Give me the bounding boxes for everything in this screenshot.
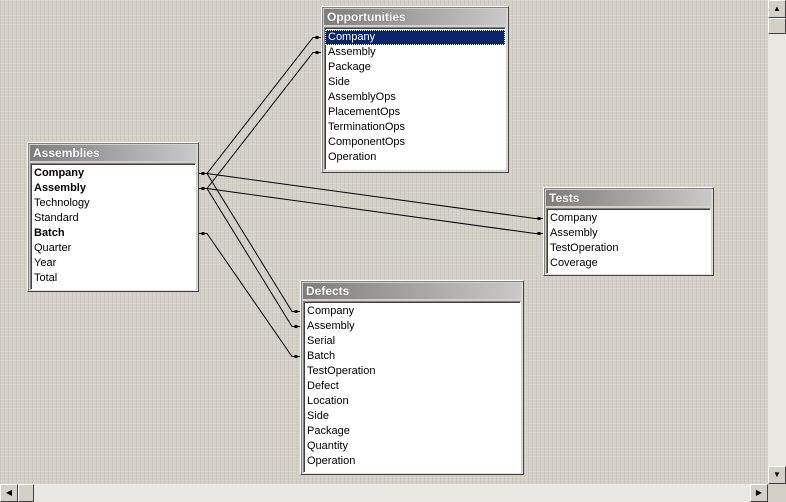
field-serial[interactable]: Serial: [307, 335, 336, 347]
relationship-line[interactable]: [199, 233, 300, 357]
field-testoperation[interactable]: TestOperation: [307, 365, 376, 377]
field-componentops[interactable]: ComponentOps: [328, 136, 406, 148]
field-quarter[interactable]: Quarter: [34, 242, 72, 254]
field-year[interactable]: Year: [34, 257, 57, 269]
join-endpoint-marker: [294, 325, 298, 328]
join-endpoint-marker: [294, 355, 298, 358]
scrollbar-corner: [768, 484, 786, 502]
field-testoperation[interactable]: TestOperation: [550, 242, 619, 254]
relationship-line[interactable]: [199, 37, 321, 174]
relationship-line[interactable]: [199, 173, 543, 219]
up-arrow-icon: ▲: [773, 4, 781, 13]
field-assembly[interactable]: Assembly: [307, 320, 355, 332]
field-side[interactable]: Side: [307, 410, 330, 422]
field-side[interactable]: Side: [328, 76, 351, 88]
join-endpoint-marker: [201, 187, 205, 190]
field-placementops[interactable]: PlacementOps: [328, 106, 401, 118]
relationship-line[interactable]: [199, 188, 300, 327]
scroll-down-button[interactable]: ▼: [768, 466, 786, 484]
vertical-scrollbar[interactable]: ▲ ▼: [768, 0, 786, 484]
field-assemblyops[interactable]: AssemblyOps: [328, 91, 396, 103]
field-assembly[interactable]: Assembly: [550, 227, 598, 239]
scroll-left-button[interactable]: ◀: [0, 484, 18, 502]
field-company[interactable]: Company: [550, 212, 598, 224]
table-title[interactable]: Tests: [546, 190, 711, 206]
field-technology[interactable]: Technology: [34, 197, 90, 209]
left-arrow-icon: ◀: [5, 488, 13, 497]
field-operation[interactable]: Operation: [328, 151, 377, 163]
field-total[interactable]: Total: [34, 272, 58, 284]
field-terminationops[interactable]: TerminationOps: [328, 121, 406, 133]
scroll-right-button[interactable]: ▶: [750, 484, 768, 502]
field-batch[interactable]: Batch: [307, 350, 336, 362]
field-package[interactable]: Package: [307, 425, 350, 437]
join-endpoint-marker: [537, 217, 541, 220]
join-endpoint-marker: [315, 51, 319, 54]
field-company[interactable]: Company: [325, 30, 505, 45]
join-endpoint-marker: [315, 36, 319, 39]
field-company[interactable]: Company: [34, 167, 85, 179]
table-title[interactable]: Defects: [303, 283, 521, 299]
join-endpoint-marker: [537, 232, 541, 235]
table-title[interactable]: Assemblies: [30, 145, 196, 161]
join-endpoint-marker: [201, 232, 205, 235]
join-endpoint-marker: [294, 310, 298, 313]
field-assembly[interactable]: Assembly: [328, 46, 376, 58]
field-coverage[interactable]: Coverage: [550, 257, 598, 269]
field-location[interactable]: Location: [307, 395, 349, 407]
field-operation[interactable]: Operation: [307, 455, 356, 467]
horizontal-scrollbar[interactable]: ◀ ▶: [0, 484, 768, 502]
horizontal-scroll-thumb[interactable]: [18, 484, 34, 502]
field-defect[interactable]: Defect: [307, 380, 339, 392]
right-arrow-icon: ▶: [755, 488, 763, 497]
down-arrow-icon: ▼: [773, 470, 781, 479]
field-batch[interactable]: Batch: [34, 227, 65, 239]
join-endpoint-marker: [201, 172, 205, 175]
field-package[interactable]: Package: [328, 61, 371, 73]
table-title[interactable]: Opportunities: [324, 9, 506, 25]
field-quantity[interactable]: Quantity: [307, 440, 348, 452]
relationship-line[interactable]: [199, 52, 321, 189]
relationship-lines: [199, 36, 543, 358]
field-standard[interactable]: Standard: [34, 212, 79, 224]
scroll-up-button[interactable]: ▲: [768, 0, 786, 18]
relationship-line[interactable]: [199, 188, 543, 234]
vertical-scroll-thumb[interactable]: [768, 18, 786, 34]
field-company[interactable]: Company: [307, 305, 355, 317]
field-assembly[interactable]: Assembly: [34, 182, 86, 194]
